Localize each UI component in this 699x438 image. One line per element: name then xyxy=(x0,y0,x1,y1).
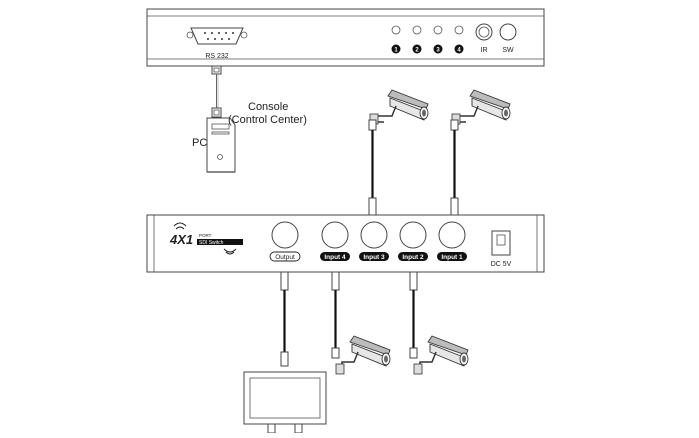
rs232-label: RS 232 xyxy=(205,53,228,60)
sw-label: SW xyxy=(502,47,514,54)
input-1-label: Input 1 xyxy=(441,254,463,261)
cable-output xyxy=(280,271,289,367)
sw-button xyxy=(499,23,517,41)
serial-cable xyxy=(211,65,222,118)
input-3-port xyxy=(360,221,388,249)
console-label: Console xyxy=(248,101,288,113)
pc-label: PC xyxy=(192,137,207,149)
led-1-label: 1 xyxy=(394,48,398,54)
led-4-label: 4 xyxy=(457,48,461,54)
input-2-label: Input 2 xyxy=(402,254,424,261)
top-control-unit: RS 232 1 2 3 4 IR SW xyxy=(146,8,545,67)
logo-port: PORT xyxy=(199,233,212,238)
dc-5v-label: DC 5V xyxy=(491,261,512,268)
camera-input-3 xyxy=(369,89,429,125)
cable-input-4 xyxy=(331,271,340,359)
cable-input-1 xyxy=(450,119,459,217)
cable-input-3 xyxy=(368,119,377,217)
rs232-port xyxy=(186,27,248,45)
dc-power-port xyxy=(491,230,511,256)
output-label: Output xyxy=(275,254,295,261)
monitor xyxy=(243,371,327,434)
camera-input-2 xyxy=(413,335,469,375)
sdi-switch-unit: 4X1 PORT SDI Switch Output Input 4 Input… xyxy=(146,214,545,273)
ir-label: IR xyxy=(481,47,488,54)
control-center-label: (Control Center) xyxy=(228,114,307,126)
input-1-port xyxy=(438,221,466,249)
input-2-port xyxy=(399,221,427,249)
led-3-label: 3 xyxy=(436,48,440,54)
led-indicators: 1 2 3 4 xyxy=(391,25,464,54)
output-port xyxy=(271,221,299,249)
logo-sdi-switch: SDI Switch xyxy=(199,240,224,246)
input-3-label: Input 3 xyxy=(363,254,385,261)
pc-tower xyxy=(206,117,236,173)
ir-sensor xyxy=(475,23,493,41)
cable-input-2 xyxy=(409,271,418,359)
input-4-port xyxy=(321,221,349,249)
camera-input-4 xyxy=(335,335,391,375)
logo-4x1: 4X1 xyxy=(169,232,193,247)
led-2-label: 2 xyxy=(415,48,419,54)
switch-logo: 4X1 PORT SDI Switch xyxy=(169,222,243,255)
input-4-label: Input 4 xyxy=(324,254,346,261)
camera-input-1 xyxy=(451,89,511,125)
